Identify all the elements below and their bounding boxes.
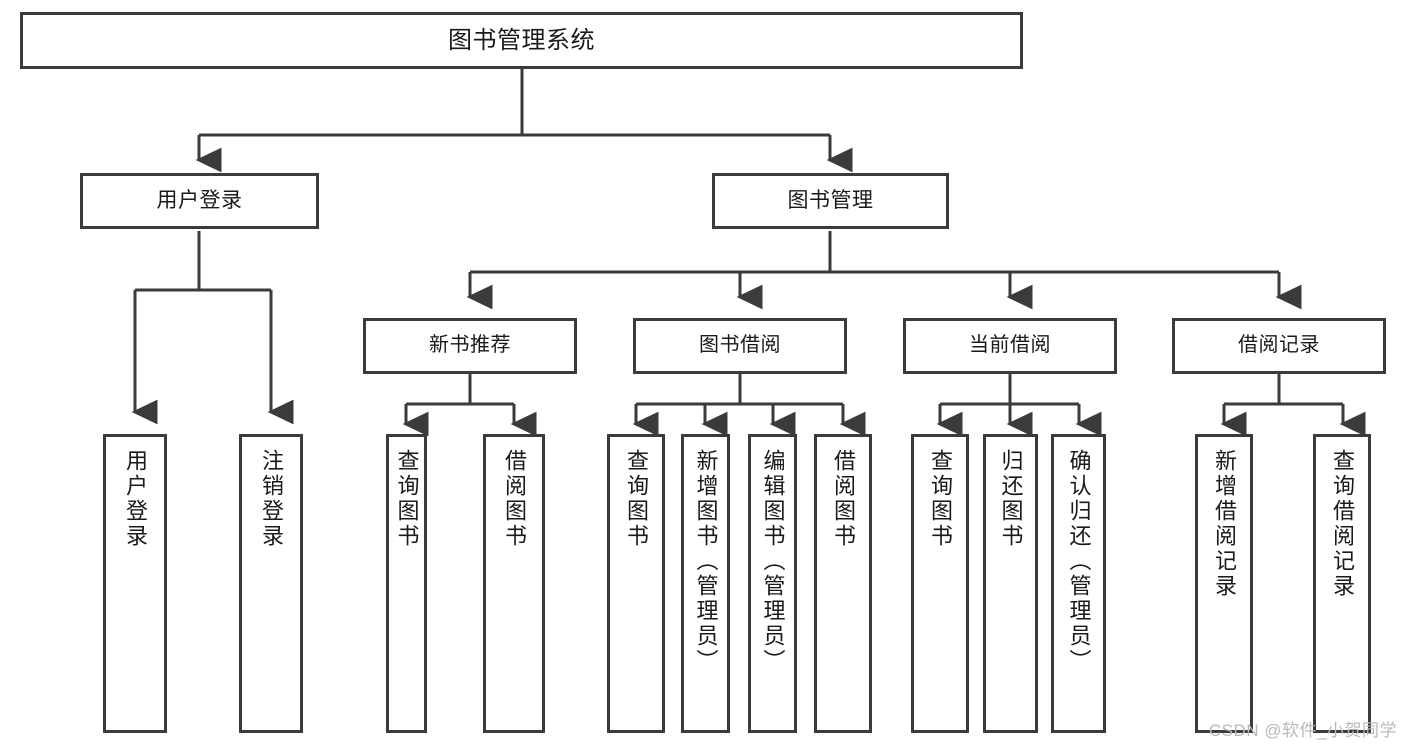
leaf-confirm-return-admin[interactable]: 确认归还（管理员）	[1051, 434, 1106, 733]
node-label: 注销登录	[259, 449, 284, 549]
node-label: 归还图书	[998, 449, 1024, 549]
leaf-borrow-query-book[interactable]: 查询图书	[607, 434, 665, 733]
node-label: 用户登录	[156, 188, 243, 212]
leaf-current-query-book[interactable]: 查询图书	[911, 434, 969, 733]
node-label: 图书管理	[787, 188, 874, 212]
node-label: 借阅记录	[1238, 334, 1320, 357]
node-root-system[interactable]: 图书管理系统	[20, 12, 1023, 69]
leaf-query-borrow-record[interactable]: 查询借阅记录	[1313, 434, 1371, 733]
leaf-add-book-admin[interactable]: 新增图书（管理员）	[681, 434, 730, 733]
node-label: 用户登录	[123, 449, 148, 549]
node-label: 图书管理系统	[448, 26, 595, 54]
node-label: 当前借阅	[969, 334, 1051, 357]
leaf-return-book[interactable]: 归还图书	[983, 434, 1038, 733]
node-label: 新增借阅记录	[1212, 449, 1237, 599]
node-label: 借阅图书	[502, 449, 527, 549]
node-book-management[interactable]: 图书管理	[712, 173, 949, 229]
node-label: 图书借阅	[699, 334, 781, 357]
leaf-user-login[interactable]: 用户登录	[103, 434, 167, 733]
node-new-book-recommend[interactable]: 新书推荐	[363, 318, 577, 374]
leaf-new-book-query[interactable]: 查询图书	[386, 434, 427, 733]
node-label: 查询图书	[624, 449, 649, 549]
leaf-add-borrow-record[interactable]: 新增借阅记录	[1195, 434, 1253, 733]
leaf-edit-book-admin[interactable]: 编辑图书（管理员）	[748, 434, 797, 733]
node-label: 新书推荐	[429, 334, 511, 357]
node-label: 查询图书	[394, 449, 420, 549]
node-label: 查询图书	[928, 449, 953, 549]
node-label: 借阅图书	[831, 449, 856, 549]
leaf-new-book-borrow[interactable]: 借阅图书	[483, 434, 545, 733]
node-borrow-record[interactable]: 借阅记录	[1172, 318, 1386, 374]
node-label: 编辑图书（管理员）	[760, 449, 786, 674]
csdn-watermark: CSDN @软件_小贺同学	[1208, 721, 1397, 740]
node-label: 确认归还（管理员）	[1066, 449, 1092, 674]
node-current-borrow[interactable]: 当前借阅	[903, 318, 1117, 374]
leaf-user-logout[interactable]: 注销登录	[239, 434, 303, 733]
node-book-borrow[interactable]: 图书借阅	[633, 318, 847, 374]
node-label: 新增图书（管理员）	[693, 449, 719, 674]
node-label: 查询借阅记录	[1330, 449, 1355, 599]
leaf-borrow-book[interactable]: 借阅图书	[814, 434, 872, 733]
node-user-login[interactable]: 用户登录	[80, 173, 319, 229]
